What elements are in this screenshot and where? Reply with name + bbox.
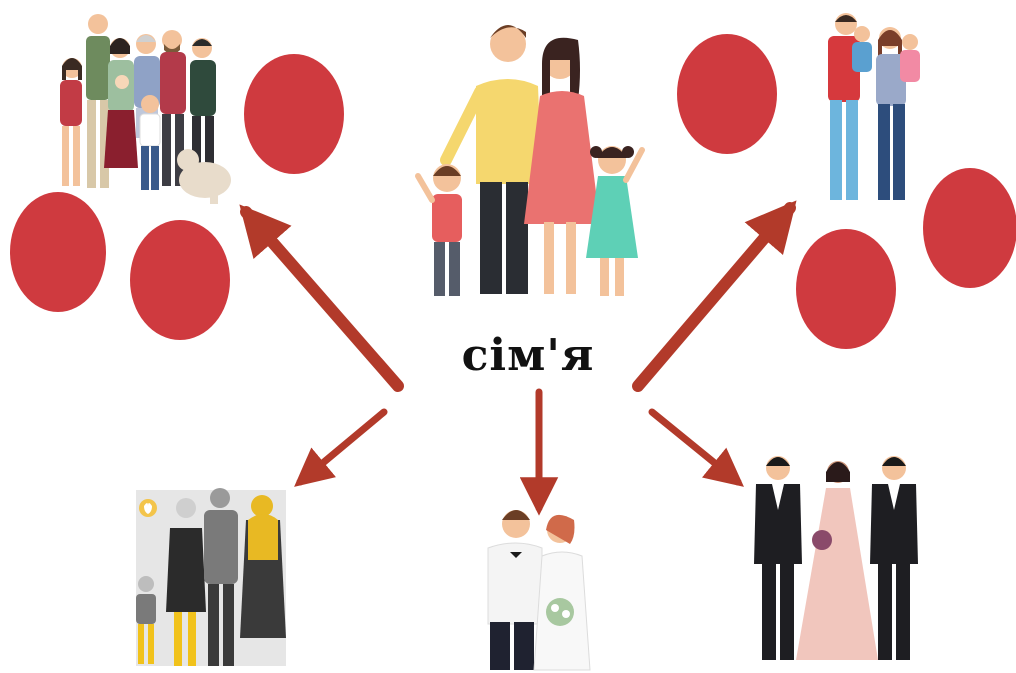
arrow-to-top-left: [239, 204, 404, 392]
arrow-to-top-right: [632, 200, 797, 392]
placeholder-circles: [10, 34, 1016, 349]
arrows: [239, 200, 797, 516]
red-circle: [10, 192, 106, 312]
arrow-to-bottom-right: [648, 408, 744, 487]
red-circle: [923, 168, 1016, 288]
red-circle: [796, 229, 896, 349]
center-label: сім'я: [461, 330, 595, 381]
wedding-party-illustration: [754, 456, 918, 660]
red-circle: [130, 220, 230, 340]
red-circle: [244, 54, 344, 174]
red-circle: [677, 34, 777, 154]
extended-family-illustration: [60, 14, 231, 204]
parents-with-toddlers-illustration: [828, 13, 920, 200]
arrow-to-bottom-left: [294, 408, 388, 487]
family-with-child-illustration: [136, 488, 286, 666]
parents-with-children-illustration: [415, 25, 645, 296]
wedding-couple-illustration: [487, 510, 591, 671]
